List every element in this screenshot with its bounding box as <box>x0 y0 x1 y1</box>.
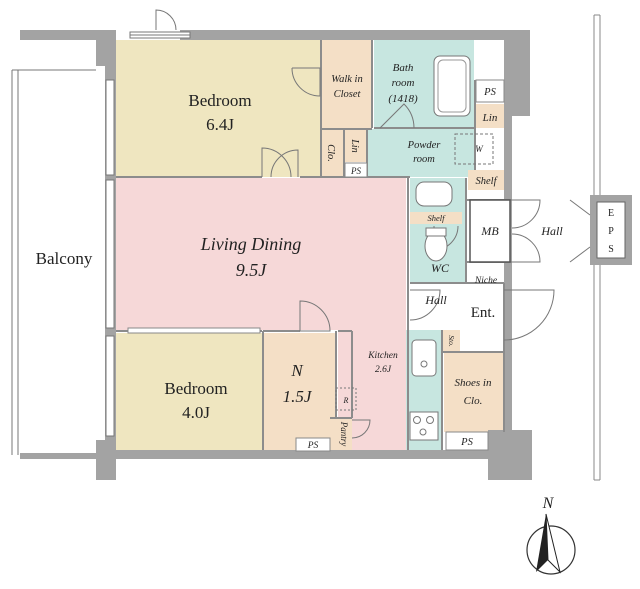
compass-ring <box>526 525 576 575</box>
niche-label: Niche <box>474 276 497 286</box>
bedroom-south-label: Bedroom <box>164 379 227 398</box>
n-room-size: 1.5J <box>283 387 313 406</box>
powder-room-line1: Powder <box>407 140 442 151</box>
cooktop <box>409 411 439 441</box>
kitchen-line2: 2.6J <box>375 365 392 375</box>
storage-area <box>442 330 460 352</box>
bedroom-south-size: 4.0J <box>182 403 210 422</box>
compass: N <box>526 495 576 575</box>
closet-label: Clo. <box>325 144 336 162</box>
linen-upper-area <box>345 130 367 162</box>
wc-label: WC <box>431 261 450 275</box>
ps-label-4: PS <box>460 437 473 448</box>
n-room-area <box>264 333 336 450</box>
walk-in-closet-line1: Walk in <box>331 74 362 85</box>
bedroom-north-size: 6.4J <box>206 115 234 134</box>
compass-needle-icon <box>536 514 548 572</box>
bedroom-north-label: Bedroom <box>188 91 251 110</box>
ps-box-2 <box>344 162 368 178</box>
hall-inner-label: Hall <box>424 293 447 307</box>
toilet <box>424 227 448 262</box>
living-dining-size: 9.5J <box>236 260 268 280</box>
shoes-closet-area <box>444 352 504 432</box>
shelf-powder-area <box>468 170 504 190</box>
right-rail <box>593 14 601 481</box>
shelf-wc-area <box>410 212 462 224</box>
compass-north-label: N <box>542 495 555 512</box>
linen-upper-label: Lin <box>349 138 360 152</box>
walk-in-closet-area <box>322 40 372 130</box>
ps-box-1 <box>475 79 505 103</box>
entrance-label: Ent. <box>471 305 496 321</box>
mb-label: MB <box>480 224 499 238</box>
bathroom-line3: (1418) <box>388 93 418 105</box>
n-room-label: N <box>290 361 304 380</box>
balcony-label: Balcony <box>36 249 93 268</box>
powder-sink <box>415 181 453 207</box>
hall-outer-label: Hall <box>540 224 563 238</box>
pantry-label: Pantry <box>339 421 349 447</box>
eps-line3: S <box>608 244 614 255</box>
mb-box <box>469 199 511 263</box>
bathroom-line1: Bath <box>393 62 414 74</box>
window-north <box>129 31 191 39</box>
refrigerator-label: R <box>343 396 349 405</box>
living-dining-label: Living Dining <box>200 234 302 254</box>
ps-box-3 <box>295 437 331 452</box>
closet-area <box>322 130 344 177</box>
bathtub <box>433 55 471 117</box>
balcony-outline <box>11 69 96 455</box>
ps-label-3: PS <box>307 441 319 451</box>
kitchen-sink <box>411 339 437 377</box>
outer-walls <box>20 30 532 480</box>
washer-label: W <box>475 144 484 154</box>
bathroom-line2: room <box>392 77 415 89</box>
windows-west <box>105 79 115 437</box>
door-swings <box>155 9 591 439</box>
bedroom-south-area <box>116 333 262 450</box>
compass-needle-outline <box>545 513 561 574</box>
eps-line2: P <box>608 226 614 237</box>
powder-room-area <box>368 129 474 177</box>
walk-in-closet-line2: Closet <box>334 89 362 100</box>
shoes-closet-line1: Shoes in <box>455 377 492 389</box>
linen-bath-label: Lin <box>482 112 498 124</box>
shoes-closet-line2: Clo. <box>464 395 483 407</box>
eps-line1: E <box>608 208 614 219</box>
ps-box-4 <box>445 431 489 451</box>
shelf-powder-label: Shelf <box>476 176 499 187</box>
kitchen-line1: Kitchen <box>367 351 398 361</box>
ps-label-2: PS <box>350 166 361 176</box>
powder-room-line2: room <box>413 154 435 165</box>
bedroom-north-area <box>116 40 321 177</box>
refrigerator-box <box>335 387 357 411</box>
sliding-partition <box>127 327 261 334</box>
linen-bath-area <box>476 104 504 128</box>
pantry-area <box>330 418 352 450</box>
eps-inner <box>596 201 626 259</box>
ps-label-1: PS <box>483 87 496 98</box>
shelf-wc-label: Shelf <box>428 213 447 223</box>
washer-pan <box>454 133 494 165</box>
storage-label: Sto. <box>447 335 456 347</box>
